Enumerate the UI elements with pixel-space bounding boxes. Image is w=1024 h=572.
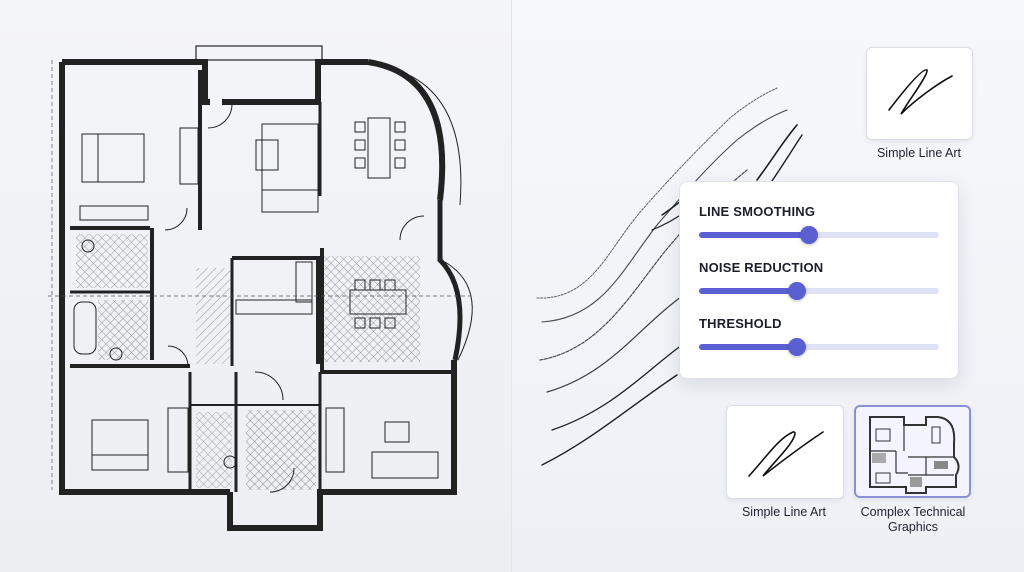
floor-plan-drawing xyxy=(48,45,473,531)
slider-threshold[interactable] xyxy=(699,338,939,356)
settings-card: LINE SMOOTHING NOISE REDUCTION THRESHOLD xyxy=(679,181,959,379)
panel-divider xyxy=(511,0,512,572)
floor-plan-thumbnail-icon xyxy=(869,416,960,494)
preset-label-bottom-left: Simple Line Art xyxy=(741,505,827,519)
preset-complex-technical-graphics[interactable] xyxy=(854,405,971,498)
slider-noise-reduction[interactable] xyxy=(699,282,939,300)
slider-line-smoothing[interactable] xyxy=(699,226,939,244)
slider-knob[interactable] xyxy=(800,226,819,244)
slider-label-line-smoothing: LINE SMOOTHING xyxy=(699,204,816,219)
slider-fill xyxy=(699,232,810,238)
preset-simple-line-art-top[interactable] xyxy=(866,47,973,140)
slider-fill xyxy=(699,288,798,294)
squiggle-icon xyxy=(888,69,953,115)
preset-simple-line-art-bottom[interactable] xyxy=(726,405,844,499)
slider-fill xyxy=(699,344,798,350)
slider-knob[interactable] xyxy=(788,338,807,356)
slider-label-threshold: THRESHOLD xyxy=(699,316,782,331)
preset-label-bottom-right: Complex Technical Graphics xyxy=(860,505,966,534)
slider-label-noise-reduction: NOISE REDUCTION xyxy=(699,260,824,275)
slider-knob[interactable] xyxy=(788,282,807,300)
preset-label-top: Simple Line Art xyxy=(876,146,962,160)
curve-icon xyxy=(748,431,824,477)
